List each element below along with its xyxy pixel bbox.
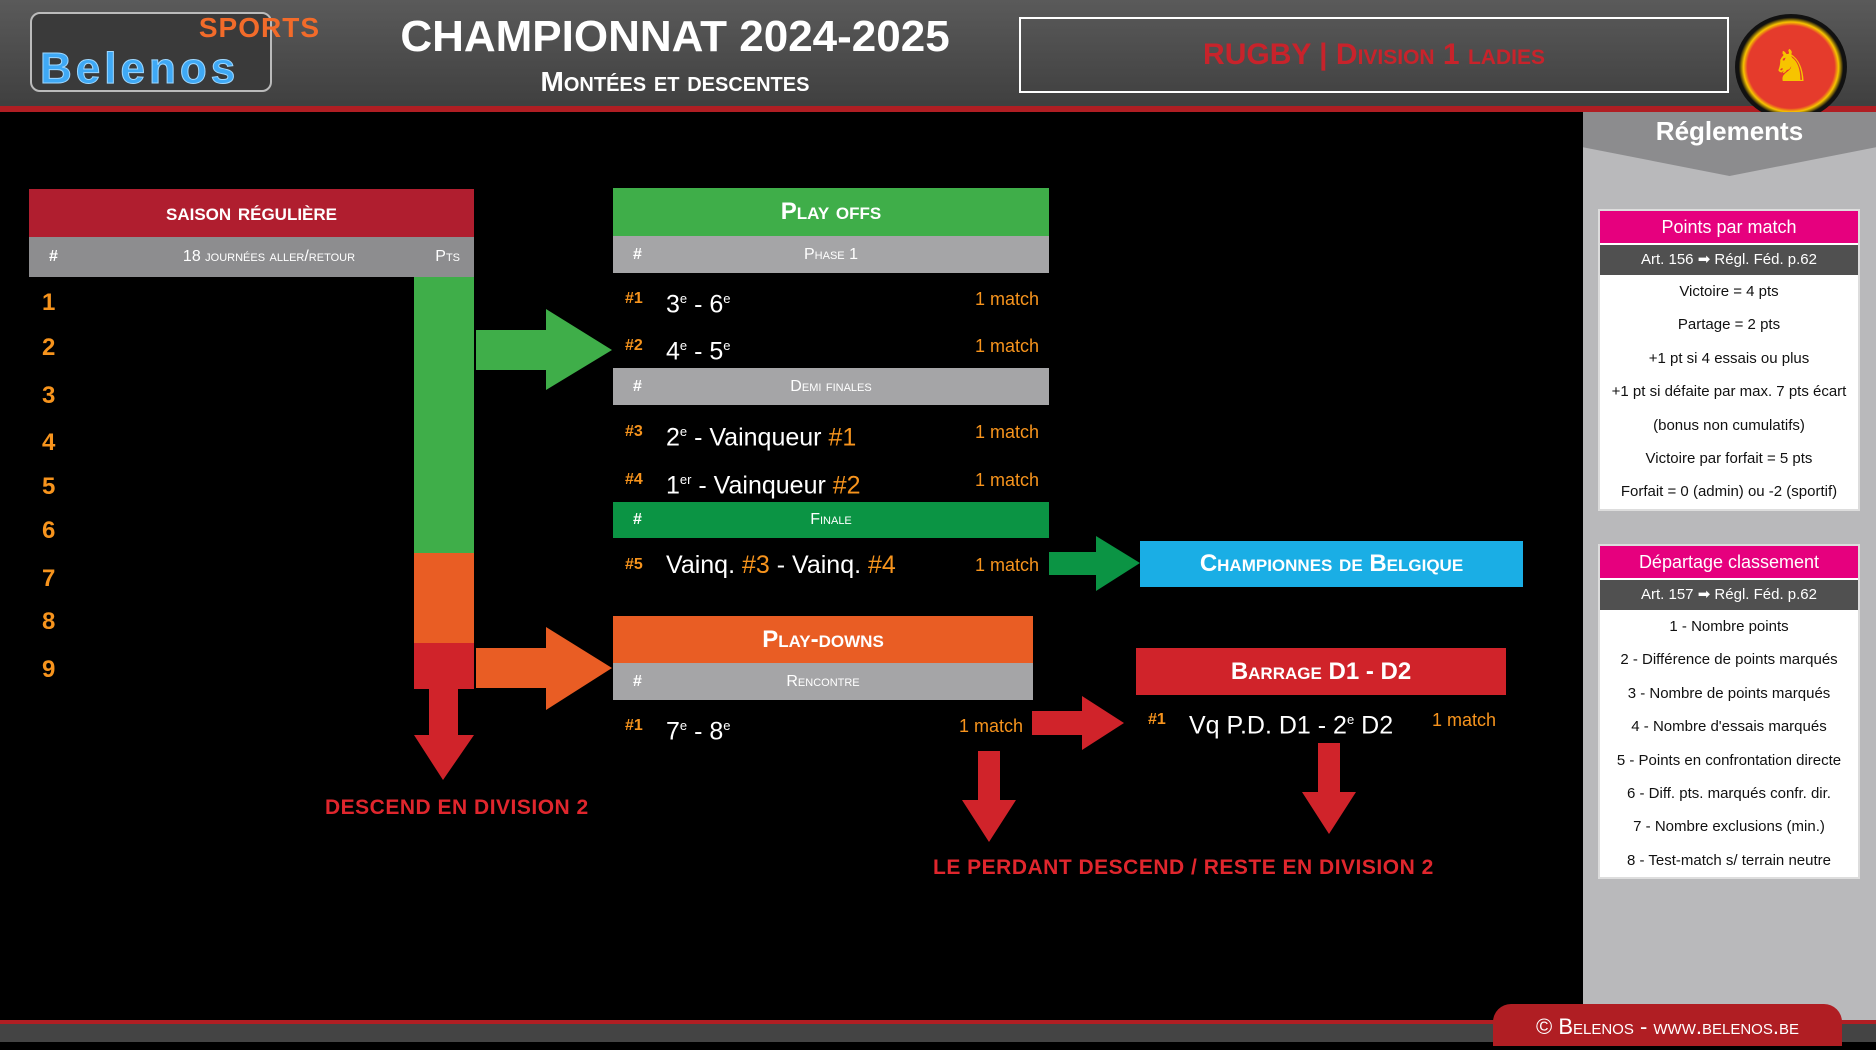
rule-line: +1 pt si 4 essais ou plus xyxy=(1648,349,1810,367)
champion-label: Championnes de Belgique xyxy=(1140,541,1523,587)
page-title: CHAMPIONNAT 2024-2025 xyxy=(400,12,950,61)
regular-season-header: saison régulière xyxy=(29,189,474,237)
rule-line: 6 - Diff. pts. marqués confr. dir. xyxy=(1627,784,1831,802)
final-subheader: #Finale xyxy=(613,502,1049,538)
arrow-to-champion xyxy=(1049,536,1140,591)
points-regulation-link[interactable]: Art. 156 ➡ Régl. Féd. p.62 xyxy=(1600,245,1858,275)
rule-line: 4 - Nombre d'essais marqués xyxy=(1631,718,1827,736)
header-divider xyxy=(0,106,1876,112)
rank-number: 2 xyxy=(42,334,56,361)
rank-number: 3 xyxy=(42,382,56,409)
rules-title: Réglements xyxy=(1655,116,1804,146)
arrow-relegation-down xyxy=(414,689,474,780)
rule-line: Victoire = 4 pts xyxy=(1679,283,1779,300)
rule-line: Partage = 2 pts xyxy=(1677,316,1781,334)
rank-number: 4 xyxy=(42,429,56,456)
points-per-match-box: Points par match Art. 156 ➡ Régl. Féd. p… xyxy=(1598,209,1860,511)
rule-line: 1 - Nombre points xyxy=(1669,618,1789,635)
arrow-playdown-down xyxy=(962,751,1016,842)
footer-bar xyxy=(0,1024,1876,1042)
rule-line: 8 - Test-match s/ terrain neutre xyxy=(1627,851,1831,869)
playdowns-header: Play-downs xyxy=(613,616,1033,663)
relegation-note: DESCEND EN DIVISION 2 xyxy=(325,796,589,819)
rule-line: 2 - Différence de points marqués xyxy=(1620,651,1838,669)
playoff-zone-bar xyxy=(414,277,474,553)
barrage-header: Barrage D1 - D2 xyxy=(1136,648,1506,695)
rank-number: 9 xyxy=(42,656,56,683)
rank-number: 7 xyxy=(42,565,56,592)
rugby-federation-crest: ♞ xyxy=(1735,14,1847,120)
phase1-subheader: #Phase 1 xyxy=(613,236,1049,273)
footer-divider xyxy=(0,1020,1876,1024)
rule-line: 3 - Nombre de points marqués xyxy=(1627,684,1831,702)
rencontre-subheader: #Rencontre xyxy=(613,663,1033,700)
page-subtitle: Montées et descentes xyxy=(540,66,810,97)
relegation-zone-bar xyxy=(414,643,474,689)
semifinal-subheader: #Demi finales xyxy=(613,368,1049,405)
rule-line: 5 - Points en confrontation directe xyxy=(1616,751,1842,769)
loser-note: LE PERDANT DESCEND / RESTE EN DIVISION 2 xyxy=(933,856,1434,879)
tiebreak-regulation-link[interactable]: Art. 157 ➡ Régl. Féd. p.62 xyxy=(1600,580,1858,610)
playoffs-header: Play offs xyxy=(613,188,1049,236)
rule-line: 7 - Nombre exclusions (min.) xyxy=(1633,818,1825,836)
arrow-barrage-down xyxy=(1302,743,1356,834)
lion-icon: ♞ xyxy=(1771,42,1811,91)
tiebreak-box: Départage classement Art. 157 ➡ Régl. Fé… xyxy=(1598,544,1860,880)
division-label: RUGBY | Division 1 ladies xyxy=(1019,17,1729,93)
regular-season-subheader: # 18 journées aller/retour Pts xyxy=(29,237,474,277)
arrow-to-playdowns xyxy=(476,627,612,710)
rule-line: Victoire par forfait = 5 pts xyxy=(1645,449,1813,467)
rule-line: +1 pt si défaite par max. 7 pts écart xyxy=(1611,383,1847,401)
footer-credit-link[interactable]: © Belenos - www.belenos.be xyxy=(1493,1004,1842,1046)
rank-number: 1 xyxy=(42,289,56,316)
rule-line: Forfait = 0 (admin) ou -2 (sportif) xyxy=(1620,483,1838,501)
rank-number: 6 xyxy=(42,517,56,544)
rank-number: 5 xyxy=(42,473,56,500)
rule-line: (bonus non cumulatifs) xyxy=(1653,416,1805,434)
arrow-to-playoffs xyxy=(476,309,612,390)
arrow-to-barrage xyxy=(1032,696,1124,750)
rank-number: 8 xyxy=(42,608,56,635)
playdown-zone-bar xyxy=(414,553,474,643)
